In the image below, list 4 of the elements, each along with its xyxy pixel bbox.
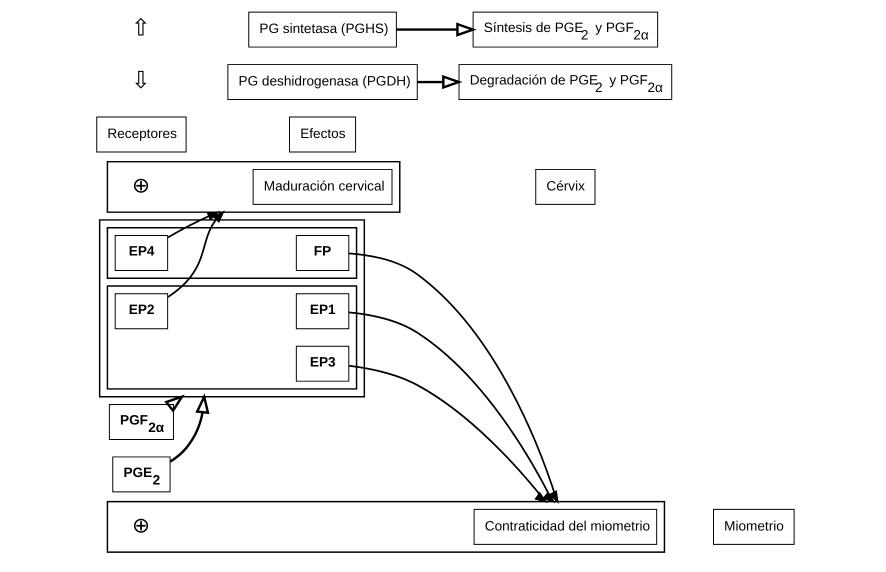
label: ⇩ [131,67,150,94]
label: ⊕ [132,173,150,198]
label: ⇧ [131,14,150,41]
label: ⊕ [132,513,150,538]
